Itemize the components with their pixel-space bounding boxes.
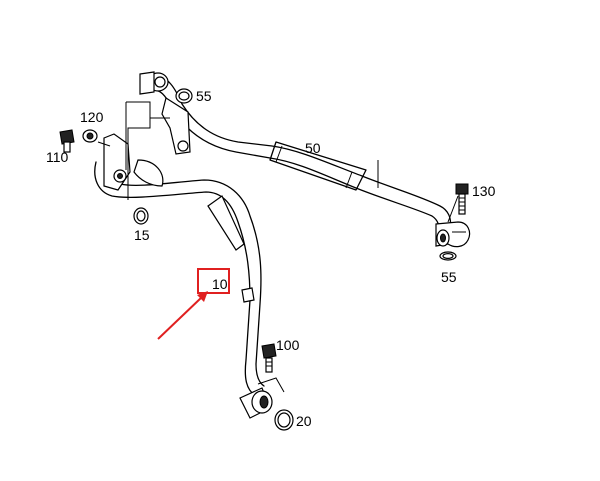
pipe-50-right-end-fitting	[435, 221, 471, 248]
pipe-50-top-end-fitting	[139, 71, 191, 155]
highlight-box-10	[197, 268, 230, 294]
bolt-110	[59, 129, 75, 153]
callout-110: 110	[46, 149, 69, 165]
callout-130: 130	[472, 183, 496, 199]
callout-55-top: 55	[196, 88, 212, 104]
callout-20: 20	[296, 413, 312, 429]
callout-100: 100	[276, 337, 300, 353]
callout-50: 50	[305, 140, 321, 156]
leader-lines	[97, 101, 459, 223]
highlight-arrow	[157, 291, 208, 340]
o-ring-15	[133, 207, 149, 225]
bolt-100	[261, 343, 277, 373]
pipe-50	[139, 71, 471, 248]
pipe-10-bottom-fitting	[239, 377, 285, 419]
callout-55-right: 55	[441, 269, 457, 285]
pipe-10-bracket	[103, 133, 164, 191]
o-ring-55-right	[439, 251, 457, 261]
bolt-130	[455, 183, 469, 215]
callout-10: 10	[212, 276, 228, 292]
callout-15: 15	[134, 227, 150, 243]
bolt-120	[82, 129, 98, 143]
o-ring-20	[274, 409, 294, 431]
pipe-10	[94, 133, 285, 419]
o-ring-55-top	[175, 88, 193, 104]
callout-120: 120	[80, 109, 104, 125]
